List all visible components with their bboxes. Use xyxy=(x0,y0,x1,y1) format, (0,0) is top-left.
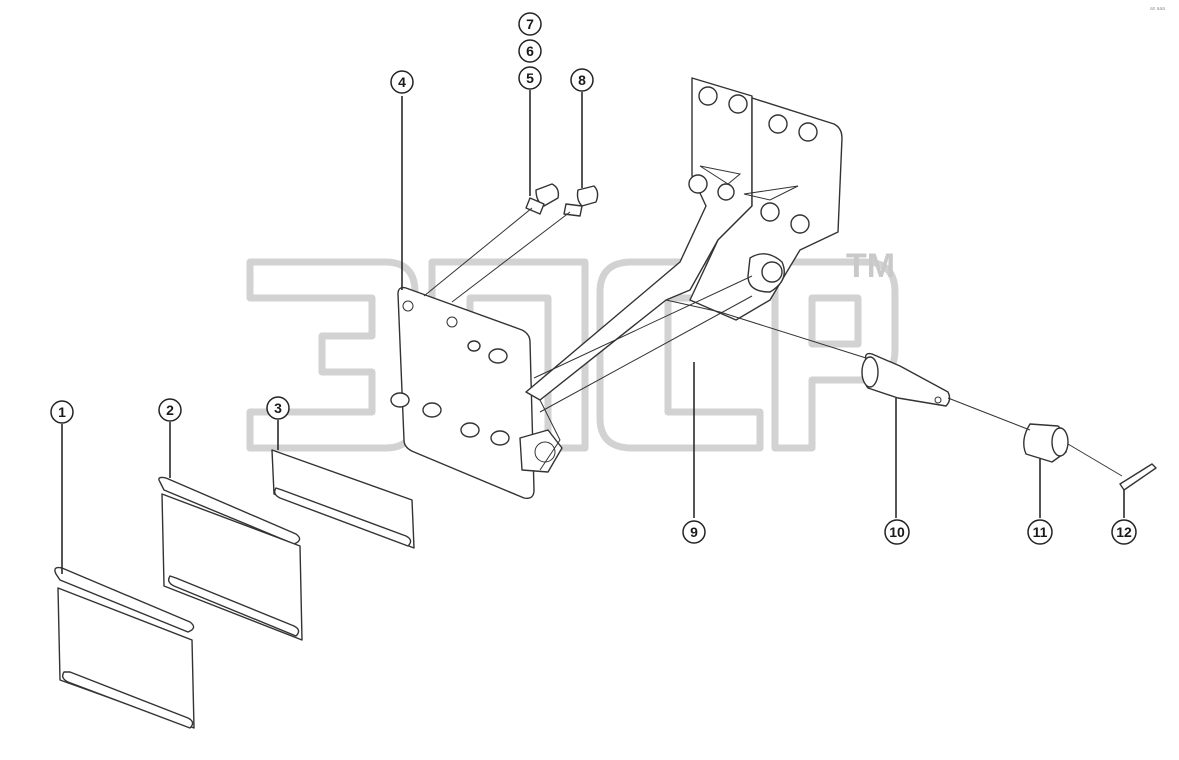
callout-1-label: 1 xyxy=(58,404,66,420)
leader-lines xyxy=(61,90,1125,574)
part-4-mounting-plate xyxy=(390,286,563,500)
callout-5-label: 5 xyxy=(526,70,534,86)
callout-10-label: 10 xyxy=(889,524,905,540)
callout-11-label: 11 xyxy=(1033,524,1048,540)
part-10-pin xyxy=(861,352,951,407)
part-2-shim-plate xyxy=(158,476,303,641)
callout-3: 3 xyxy=(266,396,290,420)
callout-8: 8 xyxy=(570,68,594,92)
callout-3-label: 3 xyxy=(274,400,282,416)
mounting-plate-bolts xyxy=(390,340,510,446)
callout-2-label: 2 xyxy=(166,402,174,418)
part-5-bolt xyxy=(525,183,560,215)
callout-6-label: 6 xyxy=(526,43,534,59)
callout-4: 4 xyxy=(390,70,414,94)
callout-1: 1 xyxy=(50,400,74,424)
callout-7-label: 7 xyxy=(526,16,534,32)
callout-5: 5 xyxy=(518,66,542,90)
watermark-logo: TM xyxy=(246,247,899,452)
callout-11: 11 xyxy=(1027,519,1053,545)
part-12-cotter-pin xyxy=(1119,463,1157,491)
part-1-shim-plate xyxy=(54,566,195,729)
part-8-bolt xyxy=(563,185,599,217)
explode-lines xyxy=(423,207,1123,477)
callout-8-label: 8 xyxy=(578,72,586,88)
callout-6: 6 xyxy=(518,39,542,63)
corner-mark: ax aaa xyxy=(1150,6,1165,12)
callout-2: 2 xyxy=(158,398,182,422)
callout-12: 12 xyxy=(1111,519,1137,545)
part-11-castle-nut xyxy=(1023,423,1069,463)
callout-9-label: 9 xyxy=(690,524,698,540)
trademark-text: TM xyxy=(846,247,895,285)
callout-4-label: 4 xyxy=(398,74,406,90)
callouts: 1 2 3 4 5 6 7 8 xyxy=(50,12,1137,545)
callout-7: 7 xyxy=(518,12,542,36)
part-3-shim-plate xyxy=(271,449,415,549)
callout-9: 9 xyxy=(682,520,706,544)
callout-12-label: 12 xyxy=(1116,524,1132,540)
callout-10: 10 xyxy=(884,519,910,545)
part-9-bracket xyxy=(525,77,843,471)
